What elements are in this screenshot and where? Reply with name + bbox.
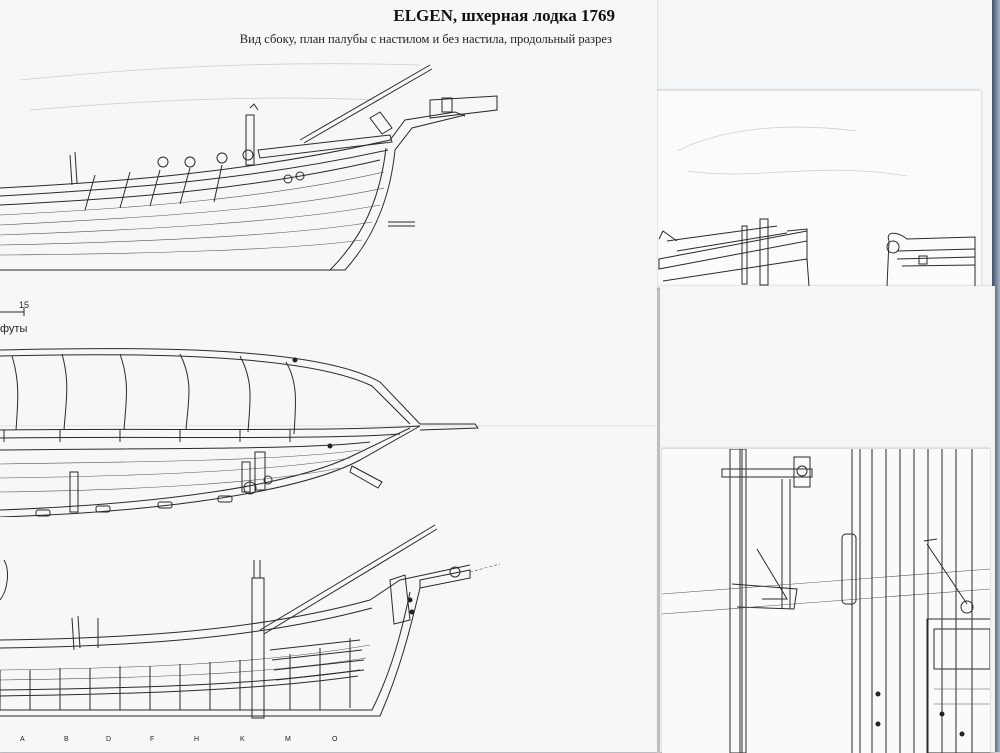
station-label: D	[106, 736, 112, 743]
station-label: A	[20, 736, 25, 743]
scale-mark: 15	[19, 300, 30, 310]
deck-fitting-detail-drawing	[662, 449, 990, 753]
sheet-fold-line	[0, 425, 657, 427]
station-labels: A B D F H K M O	[0, 736, 657, 750]
station-label: M	[285, 736, 291, 743]
hull-side-elevation-drawing	[0, 63, 498, 271]
scale-bar	[0, 308, 25, 316]
station-label: K	[240, 736, 245, 743]
detail-sheet-bottom-overlay	[662, 448, 990, 753]
station-label: F	[150, 736, 155, 743]
scale-unit: футы	[0, 323, 28, 335]
station-label: H	[194, 736, 200, 743]
station-label: O	[332, 736, 338, 743]
station-label: B	[64, 736, 69, 743]
bow-detail-drawing	[658, 126, 976, 286]
drawing-title: ELGEN, шхерная лодка 1769	[393, 6, 615, 25]
hull-deck-plan-drawing	[0, 348, 479, 517]
hull-longitudinal-section-drawing	[0, 524, 501, 719]
main-plan-sheet: ELGEN, шхерная лодка 1769 Вид сбоку, пла…	[0, 0, 657, 752]
detail-sheet-top-overlay	[657, 90, 981, 286]
drawing-subtitle: Вид сбоку, план палубы с настилом и без …	[239, 32, 612, 46]
